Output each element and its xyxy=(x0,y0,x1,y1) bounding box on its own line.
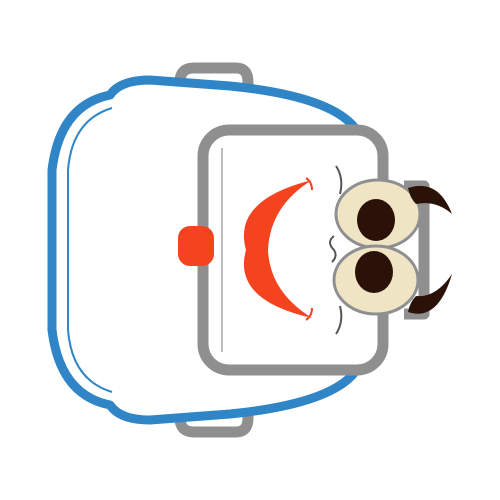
pupil-bottom xyxy=(355,251,393,293)
nose-curl xyxy=(329,235,337,263)
whisker-top xyxy=(335,165,343,195)
top-handle xyxy=(174,62,254,106)
side-panel xyxy=(404,180,430,320)
mouth-corner-top xyxy=(305,177,313,191)
bag-inner-line xyxy=(67,107,113,393)
bottom-handle xyxy=(174,394,254,438)
mouth-corner-bottom xyxy=(305,307,313,321)
eyebrow-top xyxy=(408,185,452,214)
mouth xyxy=(243,180,312,318)
eyebrow-bottom xyxy=(408,274,452,314)
clasp-button xyxy=(178,226,214,266)
whisker-bottom xyxy=(335,305,343,335)
pupil-top xyxy=(357,199,395,241)
